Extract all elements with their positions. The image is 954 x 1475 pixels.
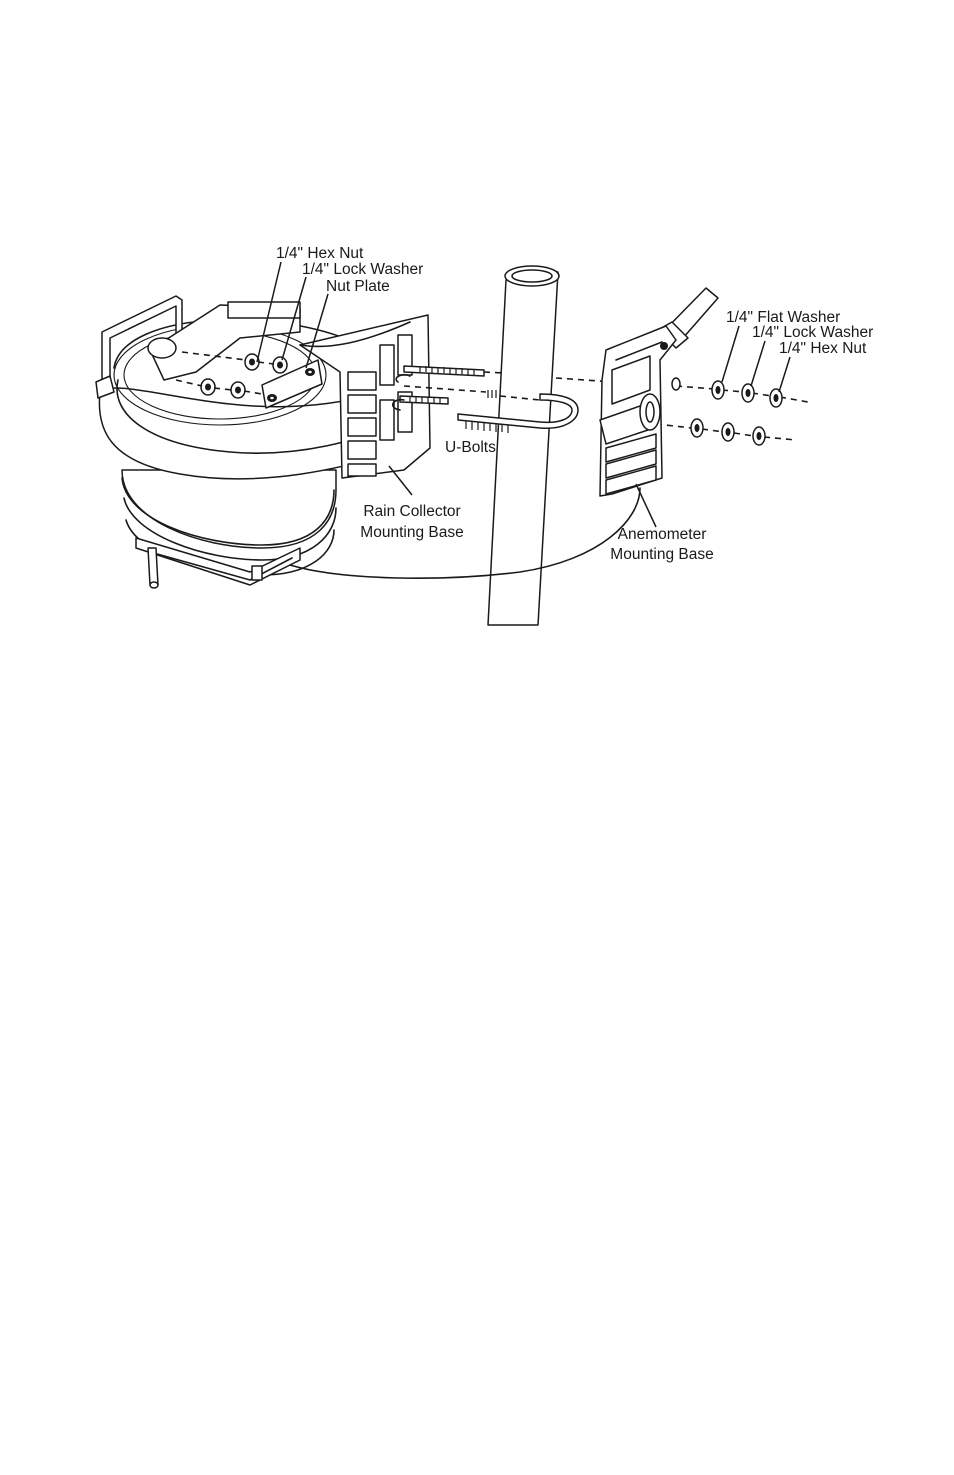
label-rain-collector-line2: Mounting Base — [360, 524, 463, 541]
label-lock-washer-left: 1/4" Lock Washer — [302, 261, 423, 278]
label-rain-collector-line1: Rain Collector — [363, 503, 460, 520]
label-hex-nut-right: 1/4" Hex Nut — [779, 340, 867, 357]
label-lock-washer-right: 1/4" Lock Washer — [752, 324, 873, 341]
anemometer-base — [599, 287, 719, 497]
nut-plate-part — [261, 359, 323, 409]
label-anemometer-line2: Mounting Base — [610, 546, 713, 563]
leader-lines — [256, 261, 791, 528]
label-anemometer-line1: Anemometer — [618, 526, 707, 543]
right-fasteners — [690, 380, 783, 446]
label-flat-washer-right: 1/4" Flat Washer — [726, 309, 840, 326]
label-u-bolts: U-Bolts — [445, 439, 496, 456]
rain-collector — [95, 295, 431, 589]
label-nut-plate: Nut Plate — [326, 278, 390, 295]
mounting-pole — [487, 265, 560, 626]
left-fasteners — [200, 353, 288, 399]
bracket-slots — [347, 334, 413, 477]
u-bolts-part — [392, 365, 579, 433]
label-hex-nut-left: 1/4" Hex Nut — [276, 245, 364, 262]
